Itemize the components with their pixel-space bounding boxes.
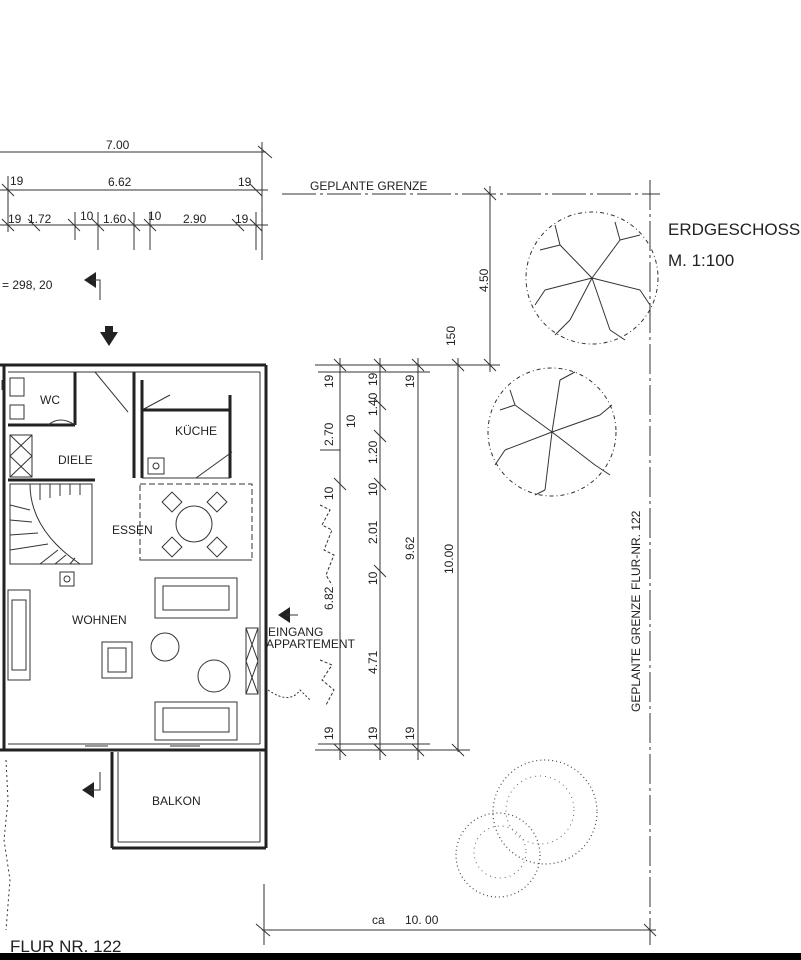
room-label-wc: WC <box>40 393 60 407</box>
dim-r-19c: 19 <box>403 374 417 388</box>
room-label-balkon: BALKON <box>152 794 201 808</box>
room-label-wohnen: WOHNEN <box>72 613 127 627</box>
dim-1000: 10.00 <box>442 544 456 574</box>
dim-seg-19b: 19 <box>235 212 249 226</box>
dim-r-19b: 19 <box>366 372 380 386</box>
dim-962: 9.62 <box>403 536 417 560</box>
arrow-down-icon <box>100 332 118 346</box>
top-dimensions: 7.00 19 6.62 19 19 1.72 10 1.60 10 2.90 … <box>0 138 273 260</box>
plan-scale: M. 1:100 <box>668 251 734 270</box>
shrub-bottom <box>455 759 598 898</box>
staircase <box>9 483 93 565</box>
room-label-diele: DIELE <box>58 453 93 467</box>
dim-r-19f: 19 <box>403 726 417 740</box>
tree-top <box>525 211 659 345</box>
entrance-label-1: EINGANG <box>268 625 323 639</box>
dim-bottom-ca: ca <box>372 913 385 927</box>
dim-bottom-width: 10. 00 <box>405 913 439 927</box>
sofa-top <box>154 577 238 619</box>
tree-middle <box>487 367 617 497</box>
right-dimensions: 4.50 150 19 2.70 1.40 19 10 1.20 19 10 1… <box>315 186 500 760</box>
dim-450: 4.50 <box>477 268 491 292</box>
parcel-label: FLUR NR. 122 <box>10 937 121 956</box>
dim-201: 2.01 <box>366 520 380 544</box>
plan-title: ERDGESCHOSS <box>668 220 800 239</box>
border-top-label: GEPLANTE GRENZE <box>310 179 427 193</box>
dim-inner-width: 6.62 <box>108 175 132 189</box>
dim-seg-19a: 19 <box>8 212 22 226</box>
dim-seg-160: 1.60 <box>103 212 127 226</box>
dim-270: 2.70 <box>322 422 336 446</box>
border-side-label: GEPLANTE GRENZE <box>629 595 643 712</box>
dim-wall-19a: 19 <box>10 174 24 188</box>
dim-r-10c: 10 <box>366 482 380 496</box>
elevation-label: = 298, 20 <box>2 278 53 292</box>
entrance-arrow-icon <box>278 607 290 623</box>
dim-seg-10b: 10 <box>148 209 162 223</box>
dim-682: 6.82 <box>322 586 336 610</box>
parcel-side-label: FLUR-NR. 122 <box>629 510 643 590</box>
planned-border-right: GEPLANTE GRENZE FLUR-NR. 122 <box>629 180 651 945</box>
dim-r-10a: 10 <box>344 414 358 428</box>
dim-r-19d: 19 <box>322 726 336 740</box>
entrance-label-2: APPARTEMENT <box>266 637 356 651</box>
dim-wall-19b: 19 <box>238 175 252 189</box>
bottom-scan-edge <box>0 953 801 960</box>
bottom-dimension: ca 10. 00 <box>255 884 657 945</box>
arrow-left-balcony-icon <box>82 782 94 798</box>
room-label-kueche: KÜCHE <box>175 424 217 438</box>
dim-150: 150 <box>444 326 458 346</box>
planned-border-top: GEPLANTE GRENZE <box>282 179 660 195</box>
sofa-bottom <box>154 701 238 741</box>
house-walls <box>0 363 268 752</box>
dining-table <box>161 491 228 558</box>
dim-r-10b: 10 <box>322 486 336 500</box>
dim-seg-290: 2.90 <box>183 212 207 226</box>
dim-471: 4.71 <box>366 650 380 674</box>
dim-120: 1.20 <box>366 440 380 464</box>
dim-r-19e: 19 <box>366 726 380 740</box>
dim-r-19a: 19 <box>322 374 336 388</box>
balcony <box>110 752 268 850</box>
arrow-left-icon <box>84 272 96 288</box>
dim-140: 1.40 <box>366 392 380 416</box>
dim-seg-10a: 10 <box>80 209 94 223</box>
dim-seg-172: 1.72 <box>28 212 52 226</box>
dim-r-10d: 10 <box>366 571 380 585</box>
room-label-essen: ESSEN <box>112 523 153 537</box>
dim-total-width: 7.00 <box>106 138 130 152</box>
